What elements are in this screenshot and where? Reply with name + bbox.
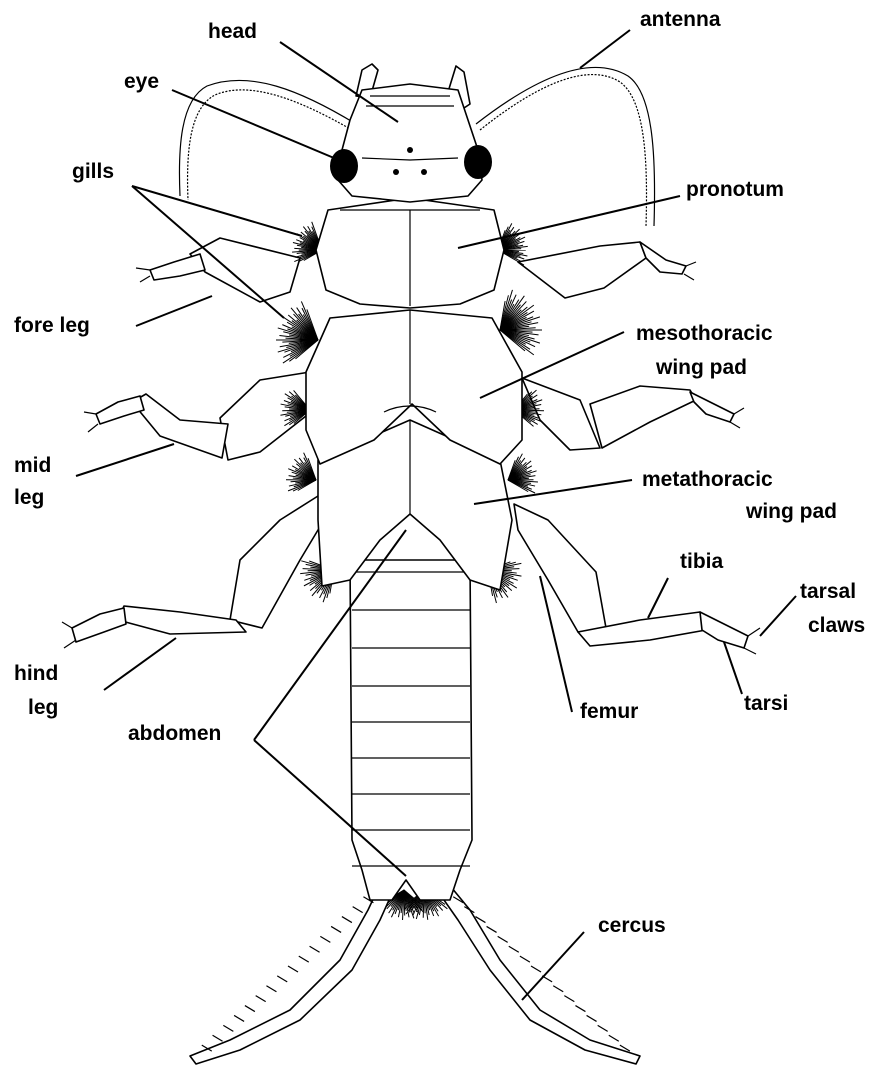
label-hind: hind: [14, 662, 58, 685]
label-tarsi: tarsi: [744, 692, 788, 715]
cercus-segment: [310, 946, 320, 952]
label-antenna: antenna: [640, 8, 721, 31]
left-eye-shape: [330, 149, 358, 183]
right-eye-shape: [464, 145, 492, 179]
cercus-segment: [223, 1025, 233, 1031]
head-leader: [280, 42, 398, 122]
hind-leg-leader: [104, 638, 176, 690]
cercus-segment: [353, 907, 363, 913]
label-fore-leg: fore leg: [14, 314, 90, 337]
label-mesothoracic-wing-pad: wing pad: [655, 356, 747, 379]
cercus-segment: [553, 986, 563, 992]
label-hind-leg: leg: [28, 696, 58, 719]
cercus-segment: [575, 1006, 585, 1012]
label-mid: mid: [14, 454, 51, 477]
cercus-segment: [487, 926, 497, 932]
mid-leg-leader: [76, 444, 174, 476]
cercus-segment: [320, 936, 330, 942]
cercus-segment: [213, 1035, 223, 1041]
cercus-segment: [598, 1025, 608, 1031]
label-femur: femur: [580, 700, 638, 723]
gills-leader-upper: [132, 186, 302, 236]
label-abdomen: abdomen: [128, 722, 221, 745]
label-metathoracic: metathoracic: [642, 468, 773, 491]
fore-leg-leader: [136, 296, 212, 326]
abdomen-body: [350, 560, 472, 900]
tarsi-leader: [724, 642, 742, 694]
cercus-segment: [520, 956, 530, 962]
tibia-leader: [648, 578, 668, 618]
cercus-segment: [299, 956, 309, 962]
cercus-segment: [277, 976, 287, 982]
label-metathoracic-wing-pad: wing pad: [745, 500, 837, 523]
label-tibia: tibia: [680, 550, 723, 573]
cercus-segment: [288, 966, 298, 972]
antenna-leader: [580, 30, 630, 68]
cercus-segment: [266, 986, 276, 992]
cercus-segment: [331, 926, 341, 932]
label-pronotum: pronotum: [686, 178, 784, 201]
label-mesothoracic: mesothoracic: [636, 322, 773, 345]
label-eye: eye: [124, 70, 159, 93]
cercus-segment: [498, 936, 508, 942]
label-tarsal-claws: claws: [808, 614, 865, 637]
label-tarsal: tarsal: [800, 580, 856, 603]
label-mid-leg: leg: [14, 486, 44, 509]
pronotum-section: [316, 198, 504, 308]
cercus-segment: [564, 996, 574, 1002]
cercus-segment: [234, 1015, 244, 1021]
tarsal-claws-leader: [760, 596, 796, 636]
cercus-segment: [256, 996, 266, 1002]
cercus-segment: [509, 946, 519, 952]
label-gills: gills: [72, 160, 114, 183]
cercus-segment: [245, 1006, 255, 1012]
label-head: head: [208, 20, 257, 43]
cercus-segment: [342, 917, 352, 923]
cercus-segment: [587, 1015, 597, 1021]
eye-leader: [172, 90, 334, 158]
cercus-segment: [609, 1035, 619, 1041]
cercus-segment: [531, 966, 541, 972]
label-cercus: cercus: [598, 914, 666, 937]
